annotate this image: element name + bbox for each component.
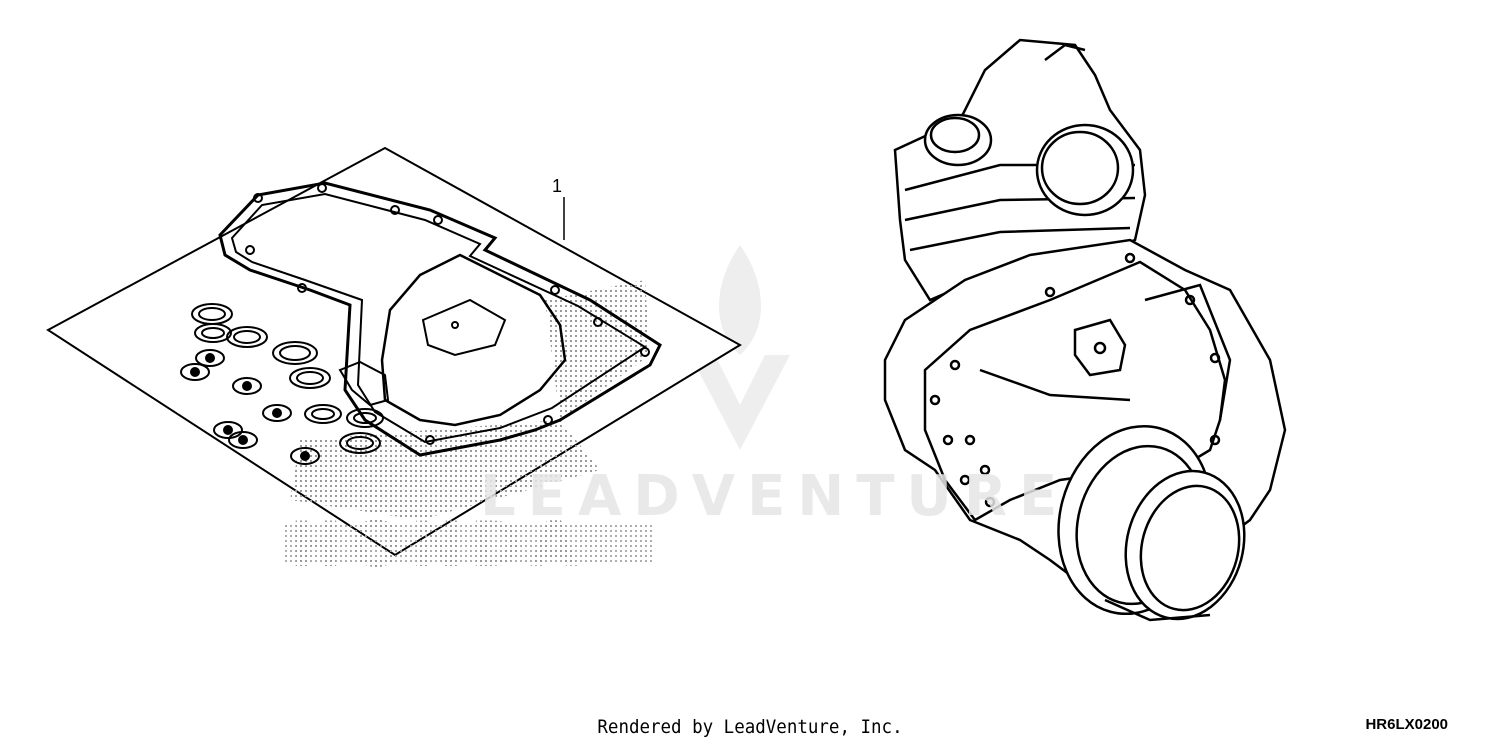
gasket-kit-illustration xyxy=(46,146,742,565)
honda-stamp: HONDA xyxy=(290,508,586,581)
engine-illustration xyxy=(883,38,1287,622)
callout-label-1: 1 xyxy=(552,176,563,196)
footer-credit: Rendered by LeadVenture, Inc. xyxy=(597,716,903,738)
leadventure-watermark-logo xyxy=(690,245,790,450)
watermark-text: LEADVENTURE xyxy=(480,464,1069,529)
honda-stamp-text: HONDA xyxy=(290,508,586,581)
diagram-code: HR6LX0200 xyxy=(1365,716,1448,733)
